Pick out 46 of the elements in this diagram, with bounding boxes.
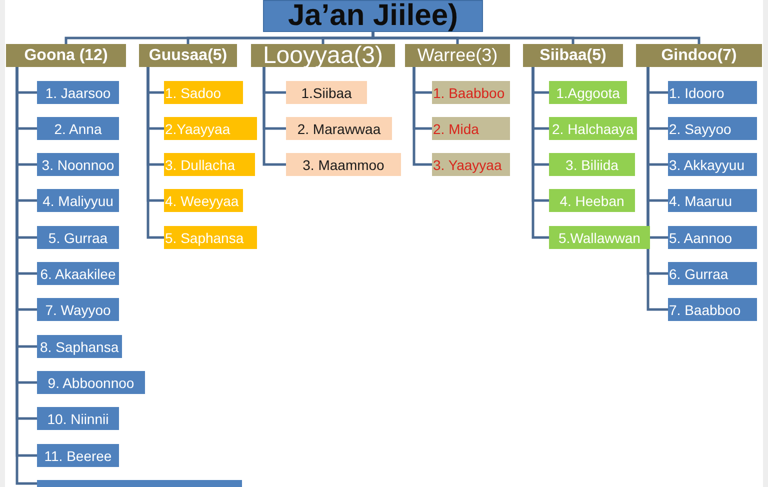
list-item-box: 3. Noonnoo — [37, 153, 119, 176]
list-item-box: 5.Wallawwan — [549, 226, 650, 249]
list-item-box: 3. Biliida — [549, 153, 635, 176]
list-item-box: 2. Mida — [432, 117, 510, 140]
list-item-box: 7. Wayyoo — [37, 298, 119, 321]
list-item-box: 4. Heeban — [549, 189, 635, 212]
list-item-box: 1.Siibaa — [286, 81, 367, 104]
list-item-box: 2. Halchaaya — [549, 117, 637, 140]
list-item-box: 2.Yaayyaa — [164, 117, 257, 140]
connector-line — [532, 67, 549, 239]
category-box: Siibaa(5) — [523, 44, 623, 67]
list-item-box: 4. Maliyyuu — [37, 189, 119, 212]
list-item-box: 8. Saphansa — [37, 335, 122, 358]
list-item-box: 3. Akkayyuu — [668, 153, 757, 176]
list-item-box: 2. Sayyoo — [668, 117, 757, 140]
category-box: Guusaa(5) — [139, 44, 237, 67]
category-box: Gindoo(7) — [636, 44, 762, 67]
list-item-box: 11. Beeree — [37, 444, 119, 467]
list-item-box: 10. Niinnii — [37, 407, 119, 430]
list-item-box: 5. Aannoo — [668, 226, 757, 249]
list-item-box: 2. Anna — [37, 117, 119, 140]
connector-line — [146, 67, 164, 239]
list-item-box: 3. Maammoo — [286, 153, 401, 176]
connector-line — [262, 67, 286, 166]
category-box: Warree(3) — [405, 44, 510, 67]
list-item-box: 9. Abboonnoo — [37, 371, 145, 394]
list-item-box — [37, 480, 242, 487]
list-item-box: 3. Dullacha — [164, 153, 255, 176]
list-item-box: 7. Baabboo — [668, 298, 757, 321]
list-item-box: 1.Aggoota — [549, 81, 627, 104]
title-box: Ja’an Jiilee) — [263, 0, 483, 32]
list-item-box: 2. Marawwaa — [286, 117, 392, 140]
list-item-box: 6. Gurraa — [668, 262, 757, 285]
list-item-box: 4. Maaruu — [668, 189, 757, 212]
list-item-box: 4. Weeyyaa — [164, 189, 243, 212]
list-item-box: 5. Gurraa — [37, 226, 119, 249]
category-box: Looyyaa(3) — [251, 44, 395, 67]
list-item-box: 1. Baabboo — [432, 81, 510, 104]
list-item-box: 3. Yaayyaa — [432, 153, 510, 176]
list-item-box: 1. Jaarsoo — [37, 81, 119, 104]
list-item-box: 1. Idooro — [668, 81, 757, 104]
list-item-box: 6. Akaakilee — [37, 262, 119, 285]
category-box: Goona (12) — [6, 44, 126, 67]
list-item-box: 1. Sadoo — [164, 81, 243, 104]
connector-line — [412, 67, 432, 166]
list-item-box: 5. Saphansa — [164, 226, 257, 249]
